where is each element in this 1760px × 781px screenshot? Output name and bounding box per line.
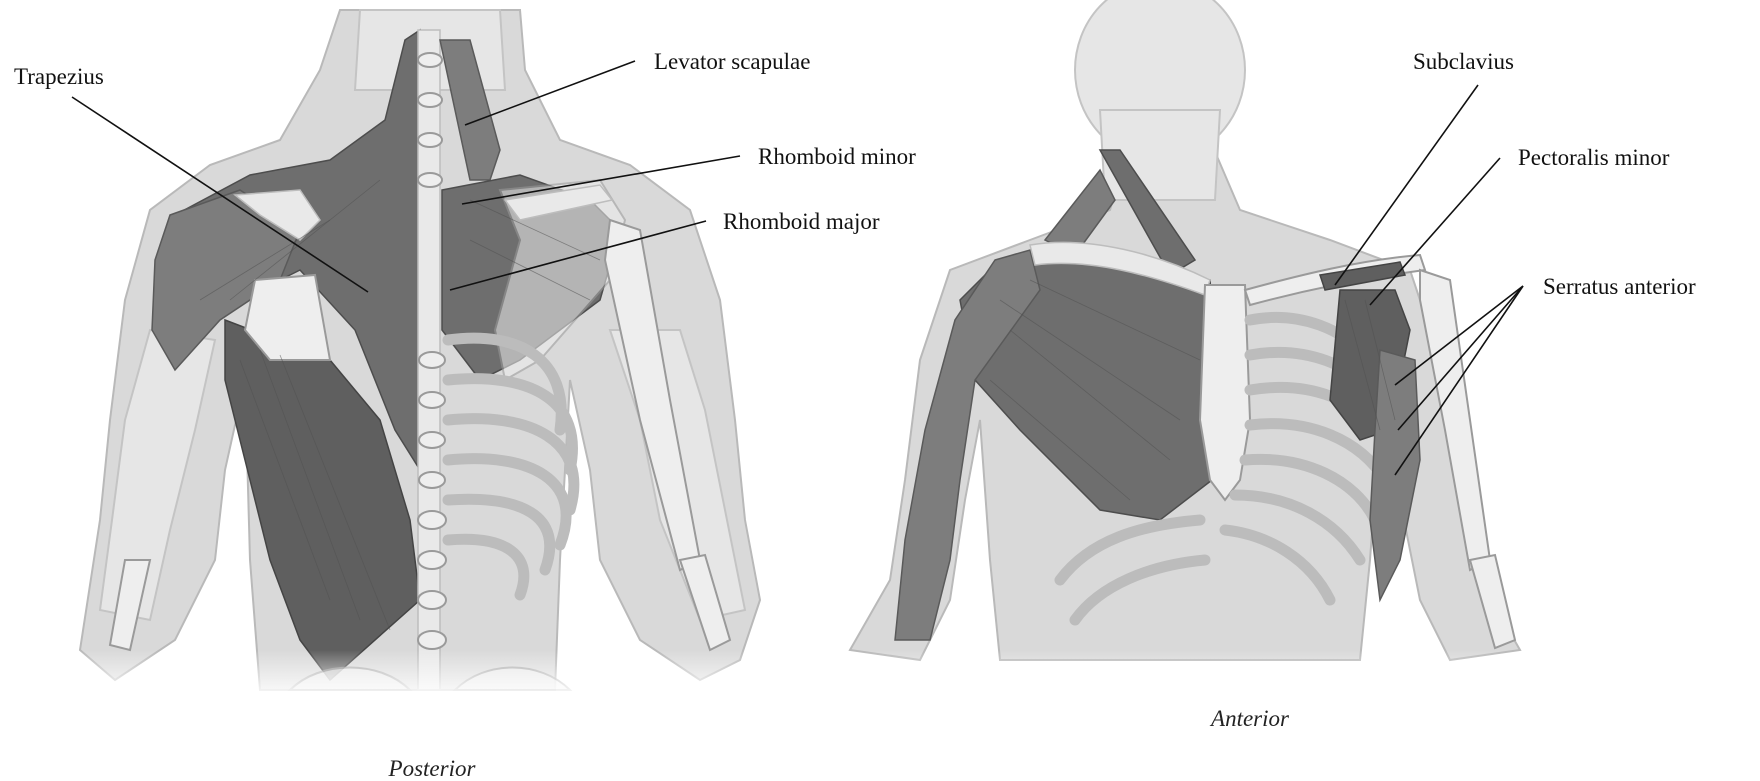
label-subclavius: Subclavius	[1413, 49, 1514, 74]
caption-anterior: Anterior	[1209, 706, 1290, 731]
label-rhomboid-major: Rhomboid major	[723, 209, 880, 234]
subclavius-leader	[1335, 85, 1478, 285]
posterior-figure	[80, 10, 760, 690]
caption-posterior: Posterior	[388, 756, 477, 781]
sternum	[1200, 285, 1250, 500]
label-serratus-anterior: Serratus anterior	[1543, 274, 1696, 299]
label-pectoralis-minor: Pectoralis minor	[1518, 145, 1670, 170]
label-trapezius: Trapezius	[14, 64, 104, 89]
label-rhomboid-minor: Rhomboid minor	[758, 144, 916, 169]
label-levator-scapulae: Levator scapulae	[654, 49, 810, 74]
